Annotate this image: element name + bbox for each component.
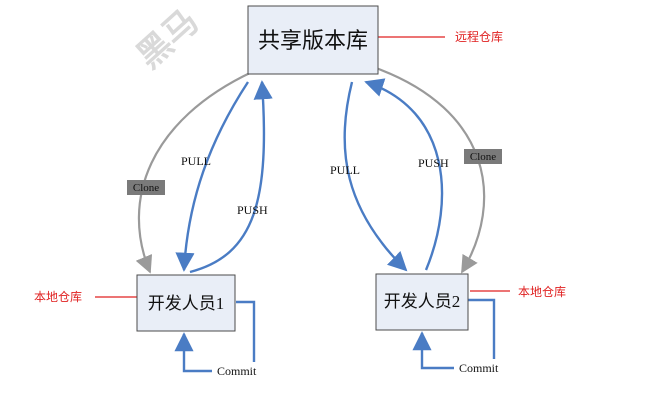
- dev1-node: 开发人员1: [136, 274, 236, 332]
- local-repo-right-annotation: 本地仓库: [518, 284, 566, 299]
- dev2-label: 开发人员2: [384, 292, 461, 311]
- dev1-label: 开发人员1: [148, 294, 225, 313]
- push-arrow-right: [364, 78, 444, 271]
- clone-tag-left: Clone: [127, 180, 165, 195]
- pull-label-right: PULL: [330, 163, 360, 177]
- push-label-left: PUSH: [237, 203, 268, 217]
- clone-tag-right: Clone: [464, 149, 502, 164]
- push-label-right: PUSH: [418, 156, 449, 170]
- pull-arrow-right: [343, 81, 408, 272]
- shared-repo-node: 共享版本库: [247, 5, 379, 75]
- dev2-node: 开发人员2: [375, 273, 469, 331]
- clone-label-left: Clone: [133, 182, 159, 194]
- pull-label-left: PULL: [181, 154, 211, 168]
- shared-repo-label: 共享版本库: [258, 28, 368, 53]
- clone-label-right: Clone: [470, 151, 496, 163]
- commit-label-right: Commit: [459, 361, 499, 375]
- commit-label-left: Commit: [217, 364, 257, 378]
- remote-repo-annotation: 远程仓库: [455, 29, 503, 44]
- clone-arrow-right: [375, 66, 486, 274]
- pull-arrow-left: [175, 81, 250, 272]
- watermark-text: 黑马: [129, 1, 206, 76]
- clone-arrow-left: [135, 71, 253, 274]
- local-repo-left-annotation: 本地仓库: [34, 289, 82, 304]
- push-arrow-left: [189, 80, 273, 274]
